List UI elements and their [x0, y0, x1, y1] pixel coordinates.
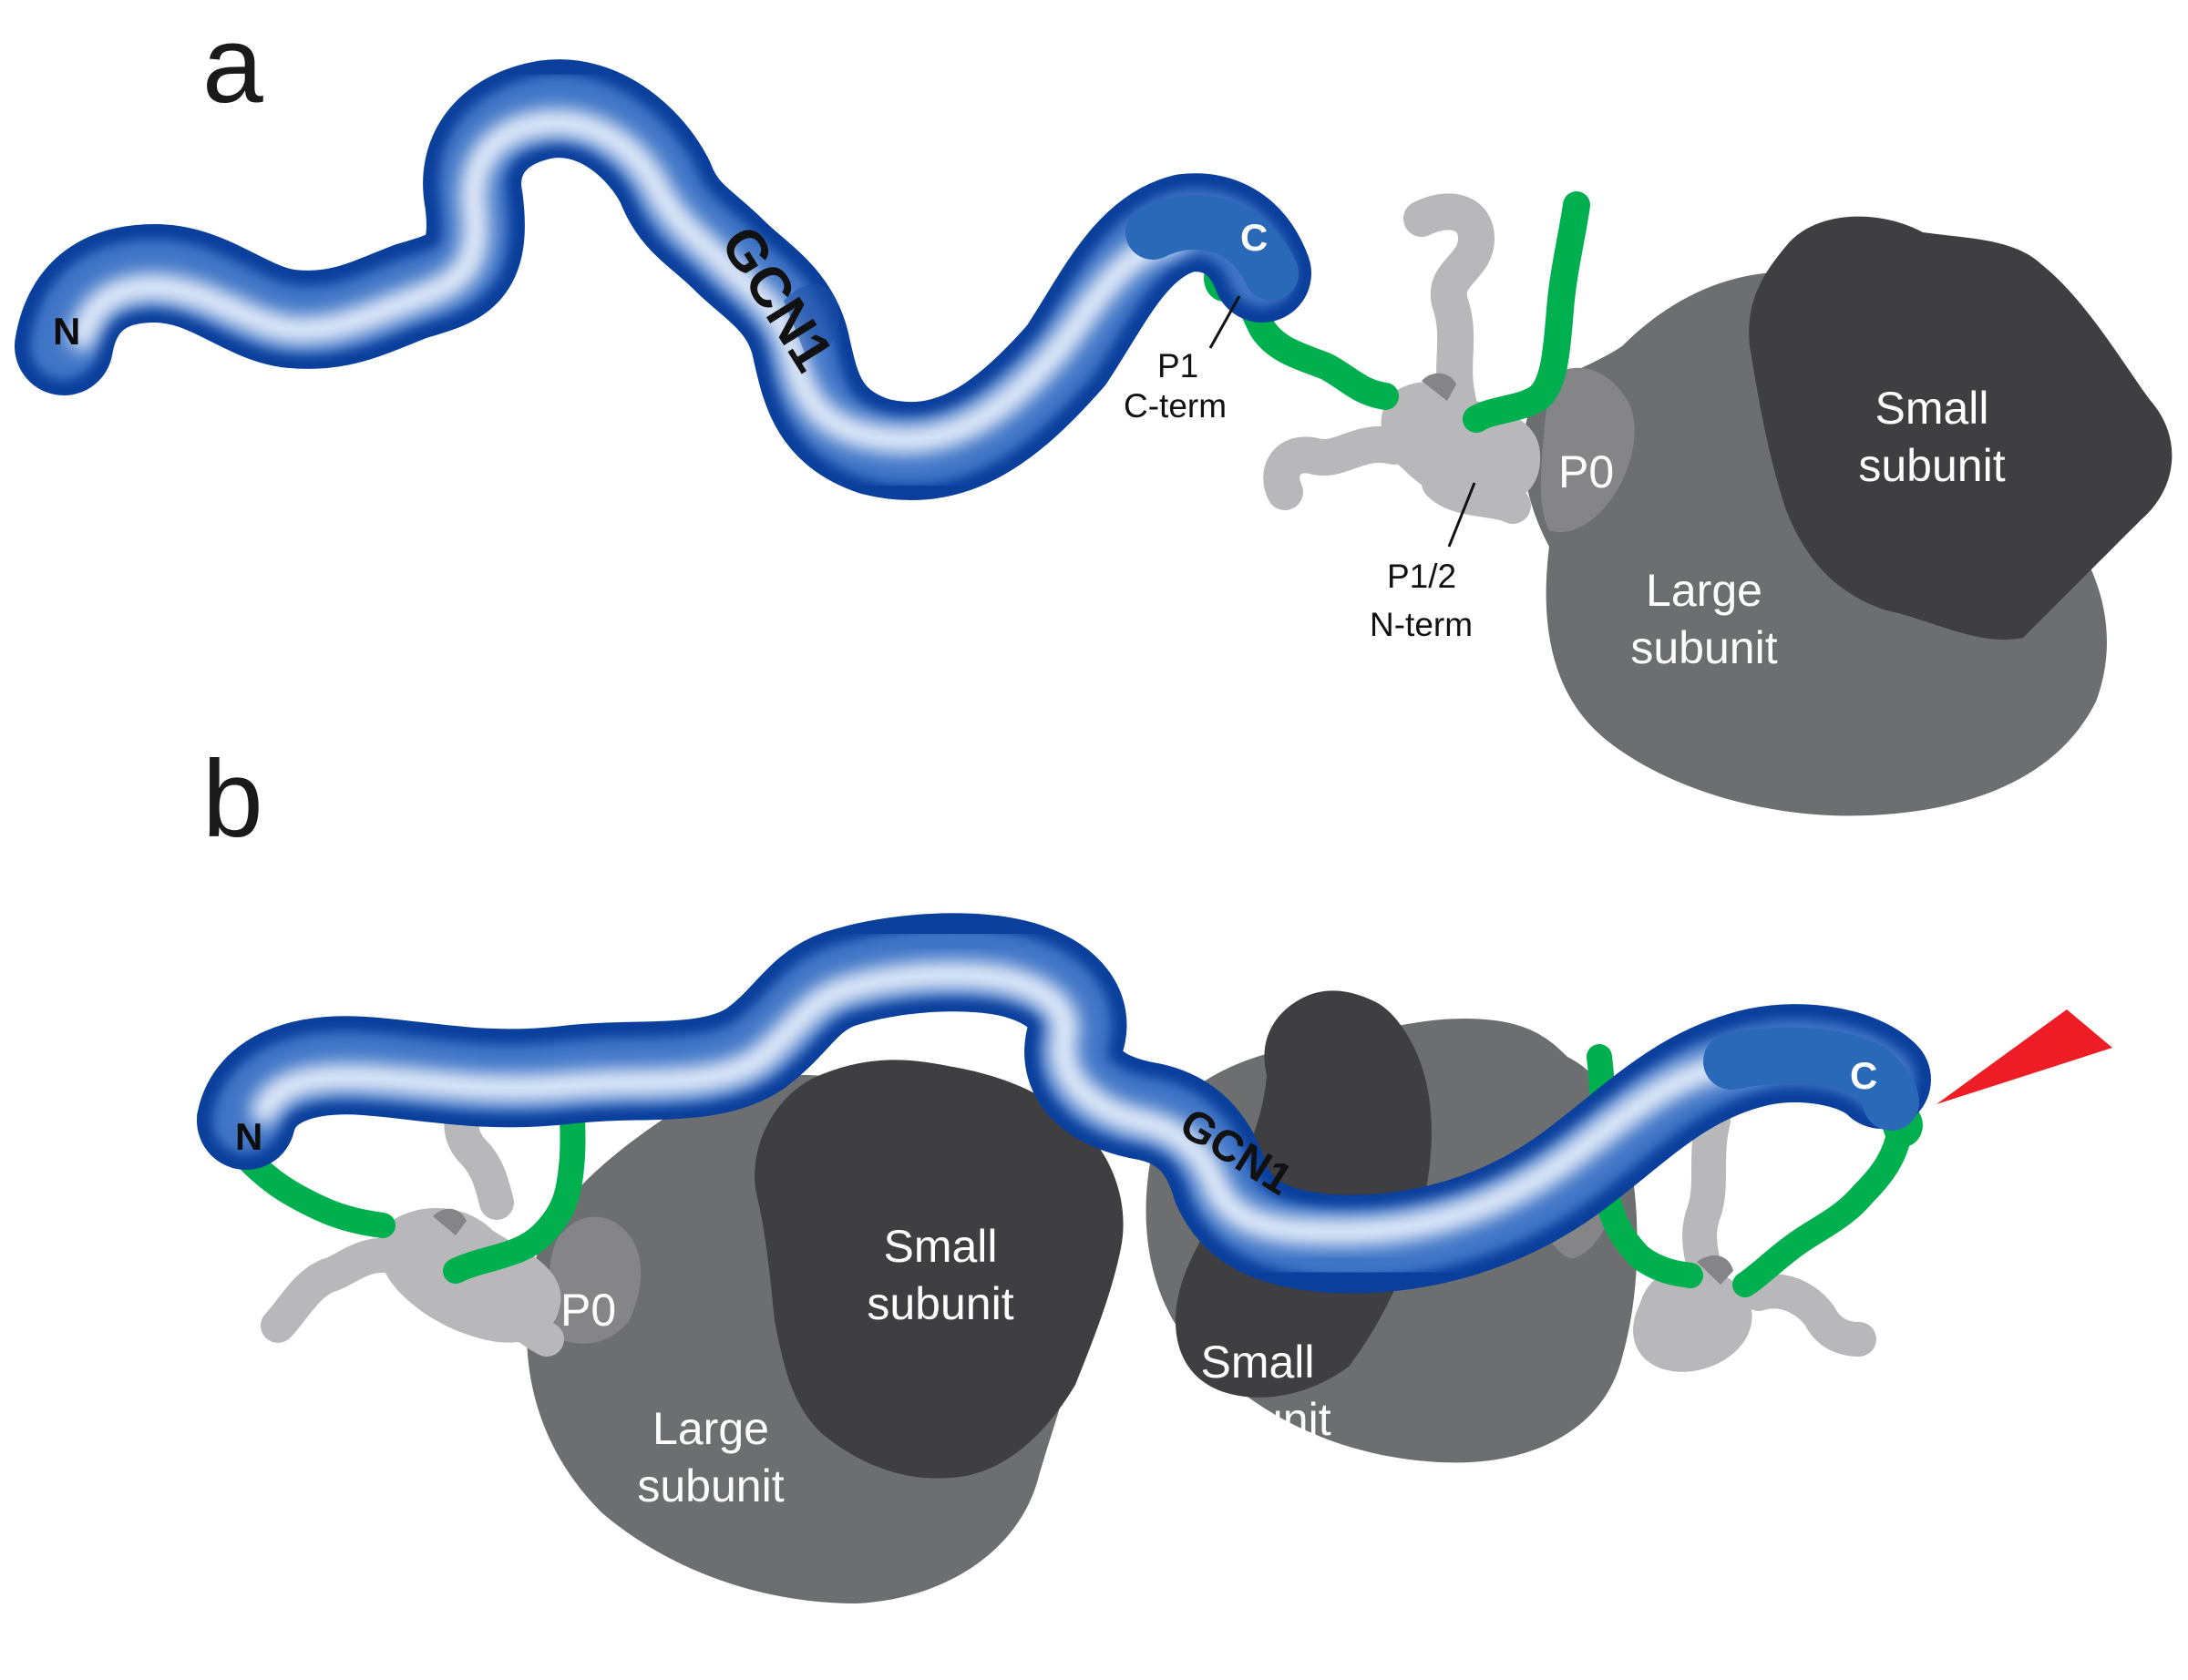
small-subunit-b-left [755, 1060, 1124, 1479]
gcn1-tube-a [15, 59, 1311, 501]
p1-cterm-line2-a: C-term [1124, 387, 1227, 425]
ribosome-a [1523, 216, 2173, 816]
light-grey-arm-top-a [1403, 193, 1495, 419]
small-subunit-label-b2-line1: Small [1200, 1337, 1314, 1388]
small-subunit-label-a-line1: Small [1875, 383, 1988, 434]
light-grey-arm-right-mid-b [1741, 1274, 1876, 1357]
green-strand-right-a [1463, 191, 1590, 433]
panel-b: b [197, 738, 2112, 1603]
panel-a: a N C GCN1 [15, 4, 2173, 816]
n-terminus-label-a: N [53, 310, 80, 353]
panel-b-letter: b [202, 738, 263, 860]
large-subunit-label-a-line2: subunit [1630, 622, 1777, 673]
gcn1-body-core-b [251, 961, 1763, 1246]
gcn1-cterm-cap-a [1125, 194, 1299, 301]
gcn1-cterm-cap-b [1703, 1027, 1919, 1131]
p0-nub-b-left [433, 1208, 467, 1235]
gcn1-tube-b [197, 913, 1931, 1294]
small-subunit-label-b1-line2: subunit [867, 1278, 1013, 1329]
small-subunit-a [1749, 216, 2173, 640]
p12-nterm-leader-a [1447, 482, 1476, 548]
p1-cterm-line1-a: P1 [1157, 347, 1198, 384]
light-grey-arm-right-top-b [1682, 1103, 1731, 1284]
light-grey-arm-left-mid-b [261, 1237, 418, 1343]
gcn1-bulge-a [784, 283, 839, 357]
p0-label-a: P0 [1558, 446, 1614, 497]
p0-nub-a [1422, 373, 1456, 401]
c-terminus-label-a: C [1240, 216, 1268, 259]
p0-label-b: P0 [560, 1285, 616, 1336]
large-subunit-label-b1-line1: Large [652, 1403, 769, 1454]
small-subunit-label-b2-line2: subunit [1184, 1394, 1330, 1445]
gcn1-body-core-a [68, 108, 1189, 455]
large-subunit-label-b2-line2: subunit [1401, 1508, 1547, 1559]
p0-b-left [549, 1216, 642, 1344]
p0-a [1540, 367, 1635, 533]
p12-nterm-line2-a: N-term [1370, 606, 1473, 643]
small-subunit-label-a-line2: subunit [1858, 440, 2005, 491]
p0-nub-b-right [1697, 1255, 1733, 1285]
p1-cterm-leader-a [1208, 295, 1241, 349]
red-triangle-arrowhead-icon [1936, 1009, 2112, 1104]
light-grey-arm-left-a [1263, 426, 1412, 510]
c-terminus-label-b: C [1850, 1054, 1877, 1097]
p12-blob-b-right [1633, 1265, 1752, 1372]
large-subunit-label-b2-line1: Large [1416, 1451, 1533, 1502]
p12-nterm-line1-a: P1/2 [1387, 558, 1456, 595]
large-subunit-label-b1-line2: subunit [637, 1460, 784, 1511]
large-subunit-label-a-line1: Large [1646, 565, 1762, 616]
small-subunit-label-b1-line1: Small [883, 1221, 997, 1272]
n-terminus-label-b: N [235, 1115, 262, 1158]
panel-a-letter: a [202, 4, 263, 126]
green-strand-b-right-b [1732, 1117, 1913, 1297]
ribosome-b-left [527, 1060, 1124, 1603]
